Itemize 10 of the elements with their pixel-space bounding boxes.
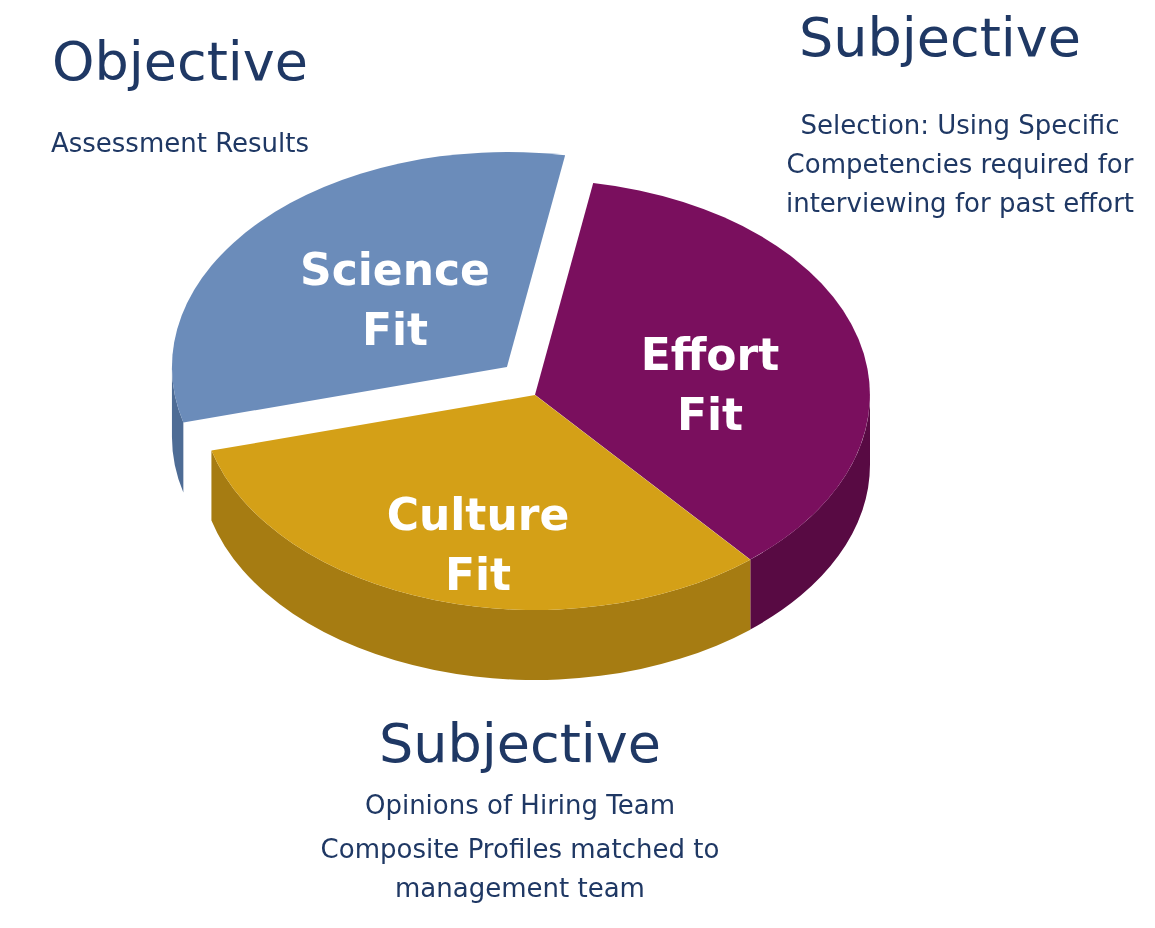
heading: Objective	[50, 30, 310, 95]
heading: Subjective	[377, 712, 663, 777]
slice-label: Effort Fit	[639, 328, 781, 442]
heading: Subjective	[797, 6, 1083, 71]
description-text: Composite Profiles matched to management team	[319, 833, 721, 905]
description-text: Selection: Using Specific Competencies required for interviewing for past effort	[784, 109, 1136, 220]
slice-label: Culture Fit	[385, 488, 571, 602]
description-text: Assessment Results	[49, 128, 311, 160]
description-text: Opinions of Hiring Team	[363, 790, 677, 822]
slice-label: Science Fit	[299, 243, 491, 357]
